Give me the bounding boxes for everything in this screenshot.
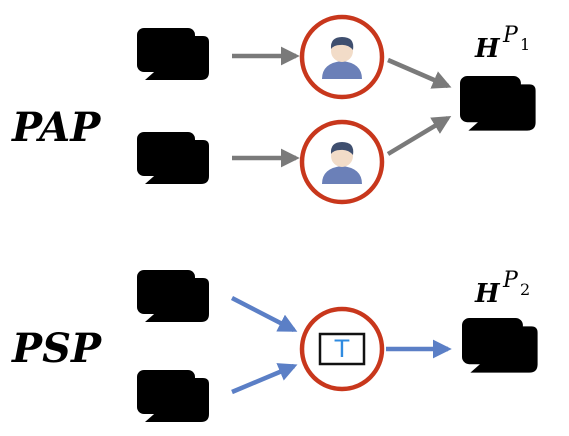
t-node: T bbox=[299, 306, 385, 392]
svg-text:T: T bbox=[334, 335, 350, 363]
document-icon bbox=[462, 318, 538, 373]
psp-label: PSP bbox=[11, 325, 103, 372]
document-icon bbox=[137, 132, 209, 184]
document-icon bbox=[137, 28, 209, 80]
svg-text:2: 2 bbox=[520, 280, 530, 299]
svg-text:H: H bbox=[474, 279, 501, 309]
document-icon bbox=[137, 270, 209, 322]
document-icon bbox=[137, 370, 209, 422]
svg-text:1: 1 bbox=[520, 35, 530, 54]
document-icon bbox=[460, 76, 536, 131]
annotator-node-1 bbox=[299, 14, 385, 100]
svg-text:P: P bbox=[502, 23, 519, 48]
output-label-2: H P 2 bbox=[474, 268, 530, 309]
output-label-1: H P 1 bbox=[474, 23, 530, 64]
arrow-doc4-to-t bbox=[231, 363, 298, 395]
pap-label: PAP bbox=[11, 104, 102, 151]
arrow-person2-to-output bbox=[386, 116, 452, 156]
annotator-node-2 bbox=[299, 119, 385, 205]
svg-text:P: P bbox=[502, 268, 519, 293]
svg-text:H: H bbox=[474, 34, 501, 64]
arrow-person1-to-output bbox=[387, 57, 452, 89]
arrow-doc3-to-t bbox=[230, 296, 298, 332]
t-box-icon bbox=[318, 332, 366, 366]
